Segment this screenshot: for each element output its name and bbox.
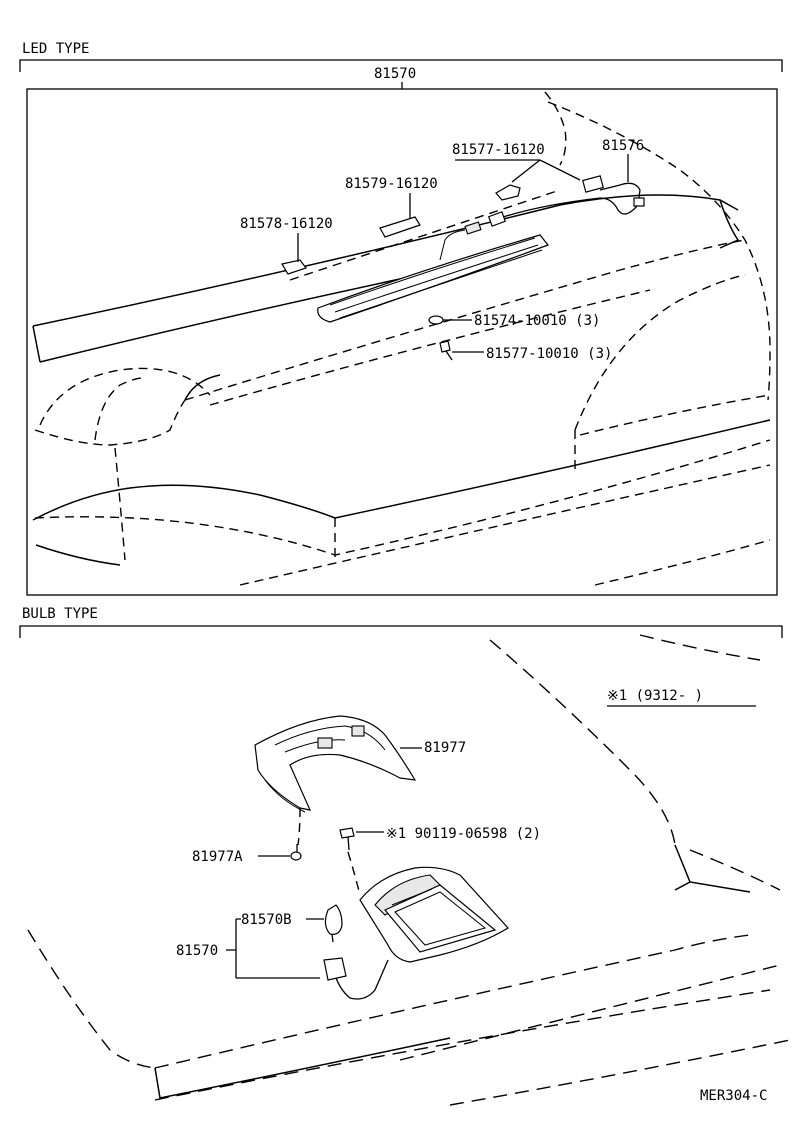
- led-taillight-lower: [35, 544, 121, 566]
- led-dash-inner: [209, 289, 651, 406]
- led-body-contour: [184, 374, 221, 401]
- led-dash-lower-right: [594, 539, 771, 586]
- bulb-bracket: [19, 625, 783, 638]
- led-dash-lower: [239, 464, 771, 586]
- screw-81577-10010: [439, 340, 453, 361]
- led-dash-left-vert: [114, 447, 126, 561]
- bulb-dash-lower-2: [449, 1039, 791, 1106]
- drawing-code: MER304-C: [700, 1088, 767, 1104]
- led-dash-bumper: [34, 439, 771, 556]
- bulb-81570B: [324, 904, 343, 943]
- led-taillight-top: [32, 484, 336, 521]
- led-type-section: LED TYPE 81570: [19, 41, 783, 596]
- led-type-title: LED TYPE: [22, 41, 89, 57]
- bulb-type-section: BULB TYPE ※1 (9312- ): [19, 606, 791, 1106]
- bulb-spoiler-right: [674, 844, 751, 893]
- led-spoiler-end: [719, 199, 740, 249]
- label-81576: 81576: [602, 138, 644, 154]
- label-81570B: 81570B: [241, 912, 292, 928]
- led-wire-harness: [487, 175, 645, 227]
- bulb-dash-top: [639, 634, 761, 661]
- washer-81574-10010: [428, 315, 444, 325]
- gasket-81579-16120: [379, 216, 421, 238]
- leader-81577-16120: [455, 159, 581, 183]
- bulb-type-title: BULB TYPE: [22, 606, 98, 622]
- led-roof-edge: [32, 194, 739, 327]
- label-81570: 81570: [176, 943, 218, 959]
- led-dash-fender: [39, 367, 211, 426]
- label-81579-16120: 81579-16120: [345, 176, 438, 192]
- clip-81977A: [290, 844, 302, 861]
- label-81578-16120: 81578-16120: [240, 216, 333, 232]
- led-dash-trunk-lid: [579, 394, 771, 436]
- bulb-dash-roofline: [489, 639, 676, 846]
- label-81977: 81977: [424, 740, 466, 756]
- bulb-note: ※1 (9312- ): [607, 688, 703, 704]
- led-frame: [26, 88, 778, 596]
- label-81577-10010: 81577-10010 (3): [486, 346, 612, 362]
- led-body-edge-left: [32, 325, 41, 363]
- bulb-dash-lower: [154, 989, 771, 1101]
- bulb-dash-spoiler: [689, 849, 781, 891]
- bulb-dash-left-pillar: [27, 929, 156, 1069]
- label-90119-06598: ※1 90119-06598 (2): [386, 826, 541, 842]
- label-81977A: 81977A: [192, 849, 243, 865]
- bulb-dash-rear-glass-bottom: [154, 934, 751, 1069]
- led-dash-left-curve: [94, 377, 143, 441]
- led-dash-right-arc: [574, 274, 746, 431]
- leader-81570: [226, 918, 320, 979]
- stop-lamp-81570: [359, 866, 509, 963]
- led-dash-rear-glass: [547, 101, 771, 401]
- led-assembly-number: 81570: [374, 66, 416, 82]
- bulb-spoiler-left: [154, 1037, 451, 1099]
- label-81574-10010: 81574-10010 (3): [474, 313, 600, 329]
- cover-81977: [254, 715, 417, 813]
- assembly-line-clip: [297, 807, 301, 846]
- led-trunk-line: [334, 419, 771, 519]
- led-stop-lamp: [317, 221, 549, 323]
- led-dash-glass-line: [289, 189, 561, 281]
- label-81577-16120: 81577-16120: [452, 142, 545, 158]
- assembly-line-screw: [347, 851, 361, 896]
- bulb-dash-trunk: [399, 964, 781, 1061]
- led-dash-trunk-edge: [184, 239, 746, 401]
- clip-81577-16120: [495, 184, 521, 201]
- led-bracket: [19, 59, 783, 72]
- bracket-81578-16120: [281, 259, 307, 275]
- led-dash-left-panel: [34, 399, 186, 446]
- led-dash-pillar: [544, 91, 567, 166]
- bulb-socket-harness: [323, 957, 389, 1000]
- screw-90119-06598: [339, 827, 355, 851]
